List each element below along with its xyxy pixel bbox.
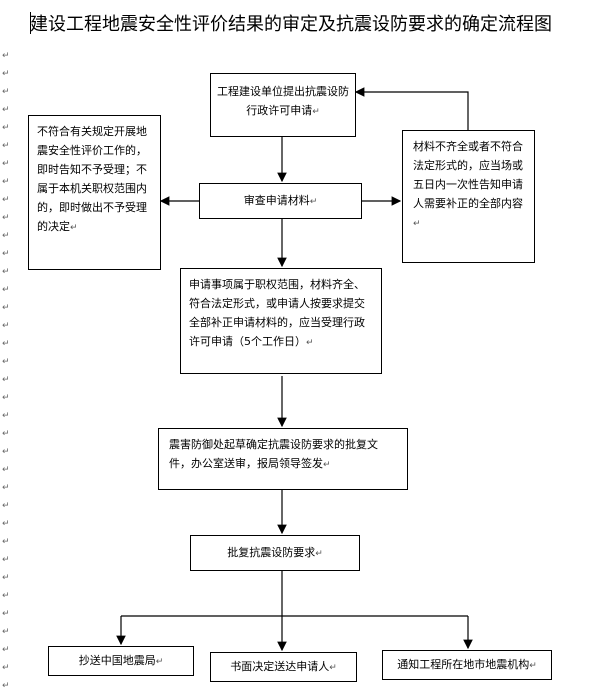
- node-draft: 震害防御处起草确定抗震设防要求的批复文件，办公室送审，报局领导签发↵: [158, 428, 408, 490]
- paragraph-mark: ↵: [2, 231, 10, 241]
- node-review: 审查申请材料↵: [199, 183, 362, 219]
- paragraph-mark: ↵: [2, 321, 10, 331]
- paragraph-mark: ↵: [2, 213, 10, 223]
- node-apply: 工程建设单位提出抗震设防行政许可申请↵: [210, 73, 356, 137]
- node-notify-applicant: 书面决定送达申请人↵: [210, 652, 357, 682]
- node-approve: 批复抗震设防要求↵: [190, 535, 360, 571]
- paragraph-mark: ↵: [2, 267, 10, 277]
- node-copy-to: 抄送中国地震局↵: [48, 646, 194, 676]
- paragraph-mark: ↵: [2, 429, 10, 439]
- paragraph-mark: ↵: [2, 285, 10, 295]
- node-accept-text: 申请事项属于职权范围，材料齐全、符合法定形式，或申请人按要求提交全部补正申请材料…: [189, 278, 365, 348]
- paragraph-mark: ↵: [2, 411, 10, 421]
- paragraph-mark: ↵: [2, 375, 10, 385]
- paragraph-mark: ↵: [2, 303, 10, 313]
- paragraph-mark: ↵: [2, 69, 10, 79]
- paragraph-mark: ↵: [2, 339, 10, 349]
- paragraph-mark: ↵: [2, 87, 10, 97]
- paragraph-mark: ↵: [2, 123, 10, 133]
- paragraph-mark: ↵: [2, 483, 10, 493]
- node-draft-text: 震害防御处起草确定抗震设防要求的批复文件，办公室送审，报局领导签发: [169, 438, 378, 470]
- paragraph-mark: ↵: [2, 141, 10, 151]
- paragraph-mark: ↵: [2, 195, 10, 205]
- paragraph-mark: ↵: [2, 555, 10, 565]
- paragraph-mark: ↵: [2, 645, 10, 655]
- paragraph-mark: ↵: [2, 573, 10, 583]
- arrow-supplement-to-apply: [354, 87, 469, 130]
- paragraph-marks-column: ↵ ↵ ↵ ↵ ↵ ↵ ↵ ↵ ↵ ↵ ↵ ↵ ↵ ↵ ↵ ↵ ↵ ↵ ↵ ↵ ↵ ↵ ↵ ↵ ↵ ↵ ↵ ↵ ↵ ↵ ↵ ↵ ↵ ↵ ↵ ↵: [0, 0, 12, 691]
- node-supplement-text: 材料不齐全或者不符合法定形式的，应当场或五日内一次性告知申请人需要补正的全部内容: [413, 140, 523, 210]
- paragraph-mark: ↵: [2, 681, 10, 691]
- paragraph-mark: ↵: [2, 105, 10, 115]
- paragraph-mark: ↵: [2, 51, 10, 61]
- node-apply-text: 工程建设单位提出抗震设防行政许可申请: [217, 85, 349, 117]
- paragraph-mark: ↵: [2, 591, 10, 601]
- paragraph-mark: ↵: [2, 519, 10, 529]
- paragraph-mark: ↵: [2, 357, 10, 367]
- node-notify-local-text: 通知工程所在地市地震机构: [397, 658, 530, 671]
- node-accept: 申请事项属于职权范围，材料齐全、符合法定形式，或申请人按要求提交全部补正申请材料…: [180, 268, 382, 374]
- text-cursor: [30, 12, 31, 34]
- paragraph-mark: ↵: [2, 627, 10, 637]
- node-approve-text: 批复抗震设防要求: [227, 546, 316, 559]
- paragraph-mark: ↵: [2, 537, 10, 547]
- node-review-text: 审查申请材料: [243, 194, 310, 207]
- node-reject-text: 不符合有关规定开展地震安全性评价工作的，即时告知不予受理；不属于本机关职权范围内…: [37, 125, 147, 233]
- paragraph-mark: ↵: [2, 663, 10, 673]
- paragraph-mark: ↵: [2, 609, 10, 619]
- paragraph-mark: ↵: [2, 465, 10, 475]
- paragraph-mark: ↵: [2, 249, 10, 259]
- node-copy-to-text: 抄送中国地震局: [78, 654, 156, 667]
- paragraph-mark: ↵: [2, 159, 10, 169]
- page-title: 建设工程地震安全性评价结果的审定及抗震设防要求的确定流程图: [30, 14, 552, 35]
- node-reject: 不符合有关规定开展地震安全性评价工作的，即时告知不予受理；不属于本机关职权范围内…: [28, 115, 161, 270]
- paragraph-mark: ↵: [2, 447, 10, 457]
- paragraph-mark: ↵: [2, 393, 10, 403]
- node-supplement: 材料不齐全或者不符合法定形式的，应当场或五日内一次性告知申请人需要补正的全部内容…: [402, 130, 535, 263]
- paragraph-mark: ↵: [2, 177, 10, 187]
- paragraph-mark: ↵: [2, 501, 10, 511]
- node-notify-local: 通知工程所在地市地震机构↵: [382, 650, 552, 680]
- node-notify-applicant-text: 书面决定送达申请人: [230, 660, 330, 673]
